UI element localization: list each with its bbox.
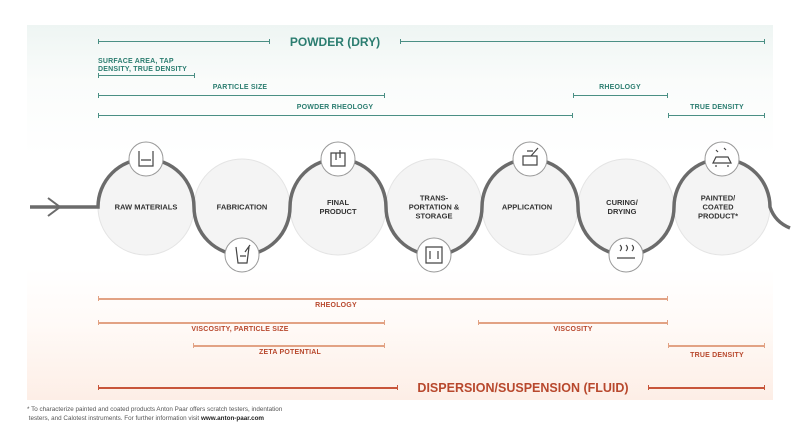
viscosity-particle-size-bar: [98, 320, 385, 325]
rheology-bar: [573, 93, 668, 98]
fluid-true-density-bar: [668, 343, 765, 348]
fluid-rheology-bar: [98, 296, 668, 301]
paint-brush-icon: [512, 141, 548, 177]
beaker-icon: [128, 141, 164, 177]
website-link[interactable]: www.anton-paar.com: [200, 415, 265, 422]
particle-size-bar: [98, 93, 385, 98]
fluid-line-right: [648, 385, 765, 390]
powder-true-density-label: TRUE DENSITY: [690, 104, 744, 111]
step-raw-materials: RAW MATERIALS: [114, 202, 178, 212]
powder-rheology-short-label: RHEOLOGY: [599, 84, 641, 91]
process-flow-line: [30, 157, 791, 257]
measuring-cup-icon: [224, 237, 260, 273]
viscosity-label: VISCOSITY: [553, 326, 593, 333]
powder-rheology-bar: [98, 113, 573, 118]
step-transportation-storage: TRANS-PORTATION & STORAGE: [408, 193, 460, 221]
viscosity-bar: [478, 320, 668, 325]
footnote: * To characterize painted and coated pro…: [27, 406, 283, 422]
paint-can-icon: [320, 141, 356, 177]
step-curing-drying: CURING/ DRYING: [606, 198, 638, 216]
fluid-line-left: [98, 385, 398, 390]
powder-title: POWDER (DRY): [289, 35, 381, 49]
step-final-product: FINAL PRODUCT: [319, 198, 357, 216]
powder-rheology-label: POWDER RHEOLOGY: [296, 104, 374, 111]
particle-size-label: PARTICLE SIZE: [212, 84, 268, 91]
heat-icon: [608, 237, 644, 273]
powder-line-left: [98, 39, 270, 44]
arrow-icon: [30, 197, 62, 217]
step-painted-coated-product: PAINTED/ COATED PRODUCT*: [697, 193, 738, 221]
transport-icon: [416, 237, 452, 273]
zeta-potential-bar: [193, 343, 385, 348]
fluid-title: DISPERSION/SUSPENSION (FLUID): [417, 381, 629, 395]
zeta-potential-label: ZETA POTENTIAL: [259, 349, 321, 356]
fluid-rheology-label: RHEOLOGY: [315, 302, 357, 309]
fluid-true-density-label: TRUE DENSITY: [690, 352, 744, 359]
step-application: APPLICATION: [501, 202, 553, 212]
powder-line-right: [400, 39, 765, 44]
step-fabrication: FABRICATION: [216, 202, 268, 212]
powder-true-density-bar: [668, 113, 765, 118]
viscosity-particle-size-label: VISCOSITY, PARTICLE SIZE: [191, 326, 289, 333]
surface-area-bar: [98, 73, 195, 78]
car-icon: [704, 141, 740, 177]
